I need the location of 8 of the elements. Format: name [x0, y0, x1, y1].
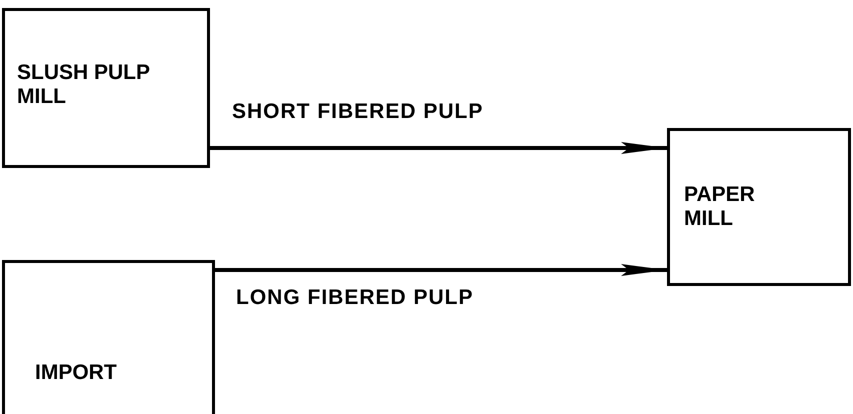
- arrow: [210, 142, 667, 154]
- box-label: SLUSH PULP MILL: [17, 61, 151, 109]
- arrow: [215, 264, 667, 276]
- box-label: PAPER MILL: [684, 183, 756, 231]
- process-box: [2, 260, 215, 414]
- box-label: IMPORT: [35, 361, 118, 385]
- process-box: [2, 8, 210, 168]
- process-box: [667, 128, 851, 286]
